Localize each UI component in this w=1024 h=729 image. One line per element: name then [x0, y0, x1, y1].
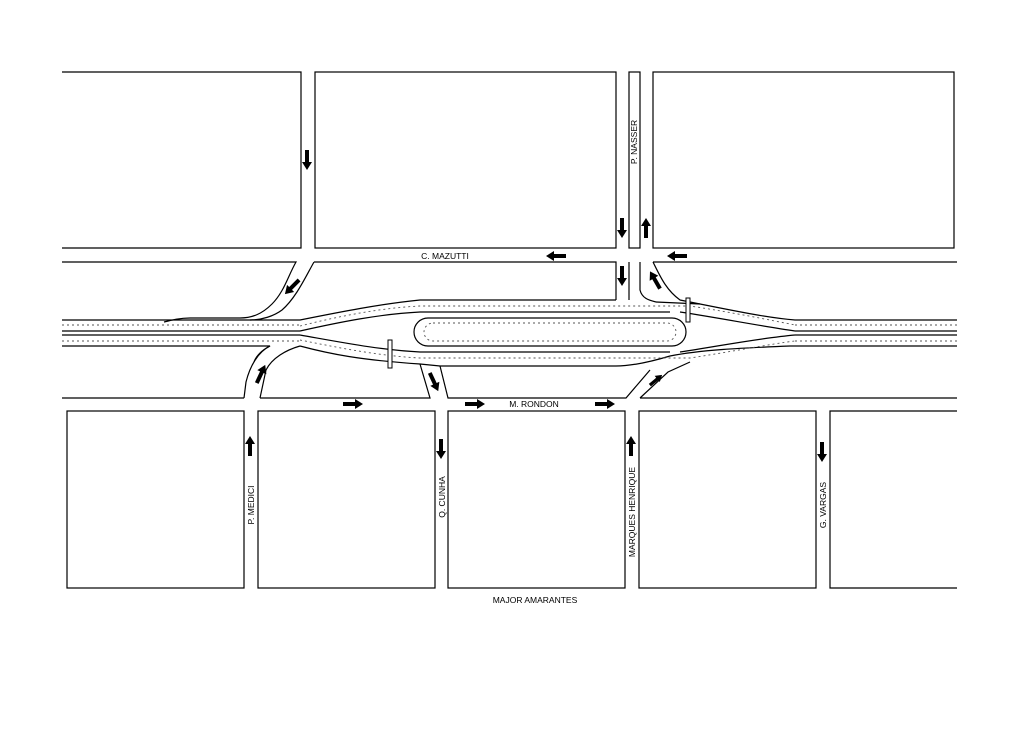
arrow-down-left-ramp-nw — [284, 278, 301, 295]
bottom-blocks — [66, 410, 957, 589]
label-p-nasser: P. NASSER — [629, 120, 639, 164]
ramp-q-cunha-east — [439, 365, 651, 399]
highway-south-edge — [62, 345, 957, 367]
label-q-cunha: Q. CUNHA — [437, 476, 447, 518]
label-g-vargas: G. VARGAS — [818, 482, 828, 528]
block-top-3 — [652, 71, 955, 249]
ramp-sw-outer — [243, 345, 271, 399]
arrow-left-c-mazutti-east — [667, 251, 687, 261]
block-bottom-4 — [638, 410, 817, 589]
m-rondon-north-edge-center-west — [260, 363, 431, 399]
branch-ne-outer — [679, 311, 796, 332]
branch-se-outer — [679, 334, 796, 353]
block-bottom-5 — [829, 410, 957, 589]
crossing-bar-east — [685, 297, 691, 323]
arrow-down-g-vargas — [817, 442, 827, 462]
label-major-amarantes: MAJOR AMARANTES — [493, 595, 578, 605]
branch-nw-outer — [299, 311, 670, 332]
central-island-lane — [423, 322, 677, 342]
ramp-nw-inner — [249, 261, 315, 321]
block-bottom-2 — [257, 410, 436, 589]
road-edges — [62, 261, 957, 399]
block-top-1 — [62, 71, 302, 249]
street-labels: C. MAZUTTI P. NASSER M. RONDON P. MEDICI… — [246, 120, 828, 605]
top-blocks — [62, 71, 955, 249]
ramp-sw-inner — [259, 345, 301, 399]
highway-north-edge — [62, 299, 957, 321]
ramp-se — [639, 361, 691, 399]
arrow-down-q-cunha — [436, 439, 446, 459]
arrow-right-m-rondon-west — [343, 399, 363, 409]
ramp-ne-outer — [652, 261, 701, 305]
arrow-down-p-nasser — [617, 218, 627, 238]
block-bottom-1 — [66, 410, 245, 589]
arrow-up-marques-henrique — [626, 436, 636, 456]
arrow-right-m-rondon-east — [595, 399, 615, 409]
lane-nw-branch — [299, 305, 796, 327]
arrow-up-p-medici — [245, 436, 255, 456]
arrow-right-m-rondon-center — [465, 399, 485, 409]
c-mazutti-south-edge-center — [314, 261, 617, 300]
block-bottom-3 — [447, 410, 626, 589]
label-m-rondon: M. RONDON — [509, 399, 559, 409]
lane-markings — [62, 305, 957, 359]
crossing-bar-west — [387, 339, 393, 369]
ramp-ne-inner — [639, 262, 657, 303]
lane-sw-branch — [299, 339, 796, 359]
arrows — [245, 150, 827, 462]
arrow-up-right-ramp-sw — [254, 364, 267, 384]
block-p-nasser-divider — [628, 71, 641, 249]
arrow-down-block-1 — [302, 150, 312, 170]
arrow-left-c-mazutti — [546, 251, 566, 261]
branch-sw-outer — [299, 334, 670, 353]
label-marques-henrique: MARQUES HENRIQUE — [627, 467, 637, 558]
arrow-up-right-ramp-se — [648, 374, 663, 387]
label-c-mazutti: C. MAZUTTI — [421, 251, 469, 261]
arrow-down-right-ramp-q-cunha — [427, 372, 440, 392]
arrow-up-p-nasser — [641, 218, 651, 238]
central-island — [413, 317, 687, 347]
block-top-2 — [314, 71, 617, 249]
arrow-down-p-nasser-lower — [617, 266, 627, 286]
label-p-medici: P. MEDICI — [246, 485, 256, 524]
arrow-up-left-ramp-ne — [649, 271, 662, 290]
c-mazutti-south-edge-west — [62, 261, 298, 323]
